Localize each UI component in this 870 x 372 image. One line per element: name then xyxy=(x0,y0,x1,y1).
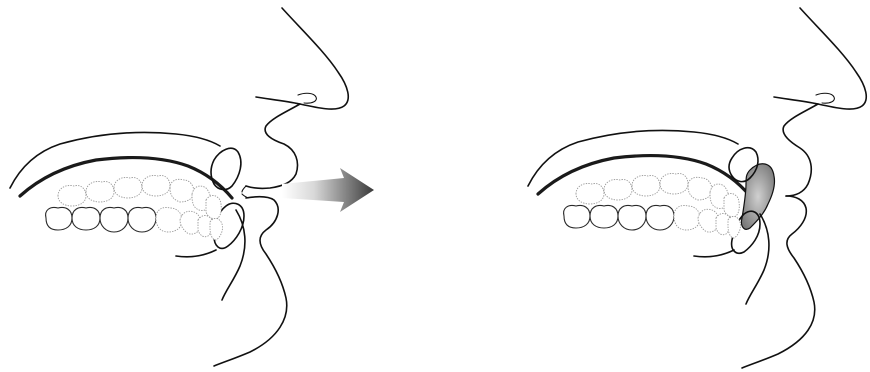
tooth xyxy=(128,207,156,232)
tooth xyxy=(58,185,86,206)
tooth xyxy=(142,175,170,196)
tooth xyxy=(590,205,618,228)
lip-seal-shading xyxy=(741,164,774,230)
lower-teeth xyxy=(564,205,741,238)
tooth xyxy=(210,218,223,240)
tooth xyxy=(674,205,700,230)
lower-teeth xyxy=(46,207,223,240)
tooth xyxy=(72,207,100,230)
tooth xyxy=(660,173,688,194)
tooth xyxy=(618,205,646,230)
tooth xyxy=(604,179,632,200)
mentalis-line xyxy=(222,210,245,300)
tooth xyxy=(170,179,194,202)
tooth xyxy=(632,175,660,196)
tooth xyxy=(728,216,741,238)
nostril xyxy=(298,93,316,103)
tooth xyxy=(100,207,128,232)
panel-after xyxy=(528,8,866,368)
tooth xyxy=(86,181,114,202)
jaw-line xyxy=(176,250,216,257)
tooth xyxy=(724,194,739,217)
lip-gap-lower xyxy=(242,194,248,198)
tooth xyxy=(688,177,712,200)
tooth xyxy=(156,207,182,232)
jaw-line xyxy=(694,250,734,257)
tooth xyxy=(576,183,604,204)
lower-lip-profile xyxy=(214,197,287,366)
upper-lip-profile xyxy=(783,104,818,196)
nostril xyxy=(816,93,834,103)
tooth xyxy=(46,207,72,230)
tooth xyxy=(206,196,221,219)
tooth xyxy=(646,205,674,230)
tooth xyxy=(564,205,590,228)
tooth xyxy=(114,177,142,198)
upper-lip-profile xyxy=(246,104,300,188)
lip-gap-upper xyxy=(242,186,246,192)
